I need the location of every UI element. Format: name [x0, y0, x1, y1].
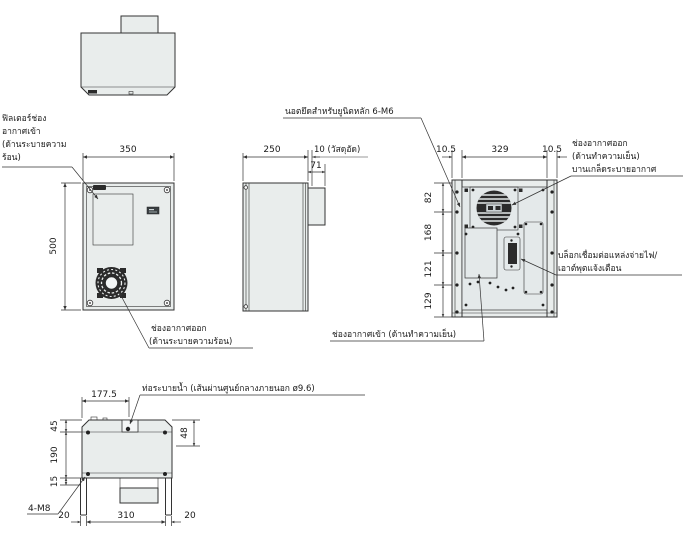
svg-text:นอตยึดสำหรับยูนิตหลัก 6-M6: นอตยึดสำหรับยูนิตหลัก 6-M6	[285, 107, 394, 117]
front-fan-outlet	[95, 267, 128, 299]
svg-text:ท่อระบายน้ำ (เส้นผ่านศูนย์กลาง: ท่อระบายน้ำ (เส้นผ่านศูนย์กลางภายนอก ø9.…	[142, 382, 315, 394]
leader-rear-air-inlet	[477, 273, 485, 342]
rear-screw-dots	[455, 188, 554, 314]
leader-mounting-bolts	[57, 476, 86, 515]
drain-port	[121, 419, 139, 433]
leader-rear-air-outlet	[511, 175, 572, 206]
svg-text:(ด้านระบายความร้อน): (ด้านระบายความร้อน)	[149, 336, 232, 347]
label-rear-air-outlet: ช่องอากาศออก (ด้านทำความเย็น) บานเกล็ดระ…	[511, 139, 683, 206]
dim-text-rear-center: 329	[491, 145, 508, 155]
dim-side-depth: 250	[242, 145, 309, 181]
svg-text:(ด้านระบายความ: (ด้านระบายความ	[2, 139, 67, 150]
label-main-unit-nuts: นอตยึดสำหรับยูนิตหลัก 6-M6	[283, 107, 461, 208]
label-front-air-outlet: ช่องอากาศออก (ด้านระบายความร้อน)	[118, 291, 253, 349]
brand-logo	[93, 185, 106, 190]
dim-side-packing: 10 (วัสดุอัด)	[311, 145, 368, 186]
dim-text-side-duct: 71	[310, 161, 321, 171]
dim-text-front-height: 500	[49, 237, 59, 254]
side-body	[242, 182, 309, 312]
bottom-duct	[119, 478, 159, 504]
dim-text-side-depth: 250	[263, 145, 280, 155]
svg-text:45: 45	[50, 420, 60, 431]
label-filter-inlet: ฟิลเตอร์ช่อง อากาศเข้า (ด้านระบายความ ร้…	[2, 113, 99, 200]
top-view-latch-mark	[128, 91, 134, 95]
svg-text:4-M8: 4-M8	[28, 504, 51, 514]
bottom-mount-bolts	[86, 430, 167, 476]
svg-text:310: 310	[117, 511, 134, 521]
svg-text:บานเกล็ดระบายอากาศ: บานเกล็ดระบายอากาศ	[572, 163, 657, 175]
svg-text:ฟิลเตอร์ช่อง: ฟิลเตอร์ช่อง	[2, 113, 46, 124]
svg-text:190: 190	[50, 446, 60, 463]
label-power-connection-block: บล็อกเชื่อมต่อแหล่งจ่ายไฟ/ เอาต์พุตแจ้งเ…	[520, 249, 682, 276]
power-connector-block	[503, 236, 521, 271]
side-view: 250 10 (วัสดุอัด) 71	[242, 145, 368, 312]
svg-text:48: 48	[180, 427, 190, 439]
rear-view: 10.5 329 10.5 82 168 121 129 นอตยึดสำหรั…	[283, 107, 683, 342]
front-body	[82, 182, 175, 311]
dim-bottom-left: 45 190 15	[50, 419, 82, 487]
leader-power-block	[520, 258, 557, 276]
rear-right-panel	[523, 221, 544, 295]
label-mounting-bolts: 4-M8	[27, 476, 86, 515]
top-view-hinge-mark	[88, 90, 97, 94]
bottom-rails	[80, 478, 172, 516]
label-rear-air-inlet: ช่องอากาศเข้า (ด้านทำความเย็น)	[330, 273, 485, 342]
svg-text:168: 168	[424, 224, 434, 241]
dim-front-width: 350	[82, 145, 175, 181]
rear-air-inlet-panel	[464, 227, 498, 279]
dim-bottom-drain-offset: 177.5	[81, 390, 130, 418]
leader-main-unit-nuts	[420, 117, 461, 208]
svg-text:บล็อกเชื่อมต่อแหล่งจ่ายไฟ/: บล็อกเชื่อมต่อแหล่งจ่ายไฟ/	[558, 249, 657, 261]
top-view	[80, 15, 176, 96]
leader-drain-pipe	[129, 394, 141, 425]
side-screw-bottom	[243, 304, 248, 309]
dim-bottom-duct-offset: 48	[172, 419, 200, 447]
dim-text-rear-right-margin: 10.5	[542, 145, 562, 155]
dim-text-front-width: 350	[119, 145, 136, 155]
svg-text:เอาต์พุตแจ้งเตือน: เอาต์พุตแจ้งเตือน	[558, 263, 622, 274]
front-nameplate	[146, 206, 160, 215]
svg-text:177.5: 177.5	[91, 390, 117, 400]
svg-text:อากาศเข้า: อากาศเข้า	[2, 126, 41, 137]
leader-filter-inlet	[71, 166, 99, 200]
leader-front-air-outlet	[118, 291, 150, 349]
dim-text-side-packing: 10 (วัสดุอัด)	[314, 145, 360, 155]
label-drain-pipe: ท่อระบายน้ำ (เส้นผ่านศูนย์กลางภายนอก ø9.…	[129, 382, 365, 425]
svg-text:121: 121	[424, 260, 434, 277]
svg-text:ร้อน): ร้อน)	[2, 152, 21, 163]
bottom-tab-mark	[90, 416, 98, 421]
svg-text:15: 15	[50, 476, 60, 487]
bottom-view: 177.5 ท่อระบายน้ำ (เส้นผ่านศูนย์กลางภายน…	[27, 382, 365, 526]
svg-text:(ด้านทำความเย็น): (ด้านทำความเย็น)	[572, 150, 640, 162]
fan-hub-label	[485, 203, 503, 213]
svg-text:20: 20	[184, 511, 196, 521]
front-filter-panel	[92, 193, 134, 246]
dim-side-duct-depth: 71	[308, 161, 326, 186]
svg-text:20: 20	[58, 511, 70, 521]
dim-rear-left: 82 168 121 129	[424, 182, 452, 318]
side-duct	[307, 187, 326, 226]
dim-bottom-width: 20 310 20	[58, 511, 196, 526]
dim-text-rear-left-margin: 10.5	[436, 145, 456, 155]
dim-rear-top: 10.5 329 10.5	[436, 145, 567, 178]
svg-text:ช่องอากาศออก: ช่องอากาศออก	[151, 324, 207, 334]
side-screw-top	[243, 185, 248, 190]
svg-text:129: 129	[424, 292, 434, 309]
front-view: 350 500 ฟิลเตอร์ช่อง อากาศเข้า (ด้านระบา…	[2, 113, 253, 349]
svg-text:82: 82	[424, 192, 434, 203]
bottom-tab-mark-2	[102, 417, 108, 421]
front-inner-frame	[86, 186, 171, 307]
dim-front-height: 500	[49, 182, 81, 311]
svg-text:ช่องอากาศเข้า (ด้านทำความเย็น): ช่องอากาศเข้า (ด้านทำความเย็น)	[332, 328, 456, 340]
top-view-duct	[120, 15, 159, 34]
top-view-body	[80, 32, 176, 96]
svg-text:ช่องอากาศออก: ช่องอากาศออก	[572, 139, 628, 149]
